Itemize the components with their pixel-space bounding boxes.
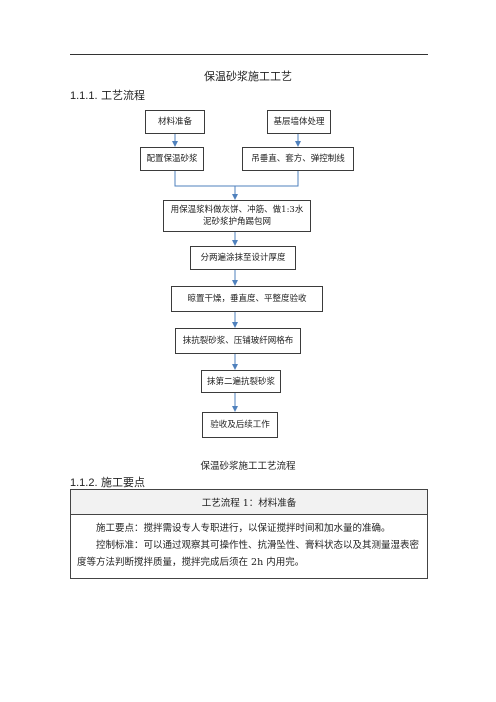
flow-node-two-coats: 分两遍涂抹至设计厚度 [190,246,296,270]
section-number: 1.1.2. [70,477,98,489]
section-title: 工艺流程 [101,89,146,102]
construction-points-table: 工艺流程 1：材料准备 施工要点：搅拌需设专人专职进行，以保证搅拌时间和加水量的… [70,489,428,579]
connector-n3-merge [174,171,235,187]
section-number: 1.1.1. [70,90,98,102]
table-header-row: 工艺流程 1：材料准备 [70,489,428,515]
flow-node-second-coat: 抹第二遍抗裂砂浆 [201,370,281,393]
flow-node-acceptance: 验收及后续工作 [202,412,278,438]
section-heading-flow: 1.1.1. 工艺流程 [70,87,145,103]
construction-point-text: 施工要点：搅拌需设专人专职进行，以保证搅拌时间和加水量的准确。 [96,523,391,534]
flow-node-crack-mesh: 抹抗裂砂浆、压铺玻纤网格布 [175,328,301,354]
flow-node-plumb-square: 吊垂直、套方、弹控制线 [242,147,354,171]
page-title: 保温砂浆施工工艺 [204,70,292,83]
flow-node-dry-inspect: 晾置干燥，垂直度、平整度验收 [171,286,323,312]
header-rule [70,54,428,55]
control-standard-text: 控制标准：可以通过观察其可操作性、抗滑坠性、膏料状态以及其测量湿表密度等方法判断… [77,540,420,568]
flow-node-base-wall: 基层墙体处理 [267,110,331,134]
section-heading-points: 1.1.2. 施工要点 [70,474,145,490]
table-header-cell: 工艺流程 1：材料准备 [70,489,428,515]
flow-node-material-prep: 材料准备 [145,110,205,134]
flow-node-screed-corners: 用保温浆料做灰饼、冲筋、做1:3水泥砂浆护角踢包网 [163,200,311,232]
connector-n4-merge [235,171,299,187]
table-body-row: 施工要点：搅拌需设专人专职进行，以保证搅拌时间和加水量的准确。 控制标准：可以通… [70,514,428,579]
flowchart-caption: 保温砂浆施工工艺流程 [200,461,296,472]
section-title: 施工要点 [101,476,146,489]
table-body-cell: 施工要点：搅拌需设专人专职进行，以保证搅拌时间和加水量的准确。 控制标准：可以通… [70,514,428,579]
flow-node-mix-mortar: 配置保温砂浆 [140,147,204,171]
